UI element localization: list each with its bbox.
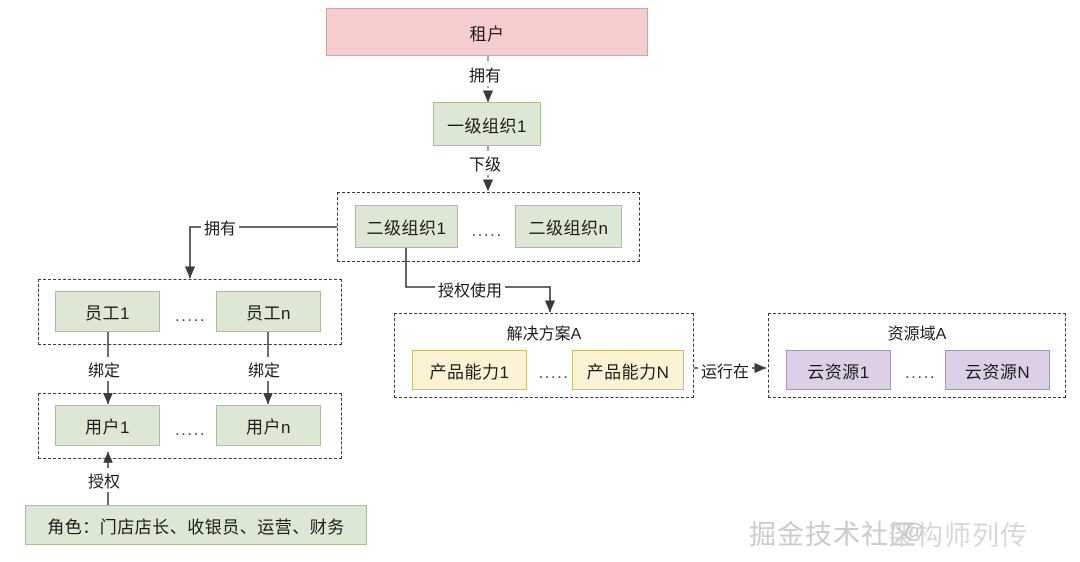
watermark-overlay: 架构师列传 [888, 521, 1028, 551]
node-capability-last-label: 产品能力N [586, 362, 670, 382]
group-solution-title: 解决方案A [506, 326, 582, 343]
node-org-level2-last-label: 二级组织n [528, 219, 609, 238]
group-staff [38, 279, 342, 345]
node-capability-first[interactable]: 产品能力1 [412, 350, 527, 390]
ellipsis-capability: ..... [538, 363, 570, 382]
ellipsis-user: ..... [174, 420, 207, 439]
node-user-last-label: 用户n [246, 418, 291, 437]
edge-label-bind-left: 绑定 [85, 357, 124, 381]
watermark-primary: 掘金技术社区 [749, 520, 917, 550]
edge-label-solution-to-resource: 运行在 [698, 358, 753, 382]
edge-label-role-to-user: 授权 [85, 468, 124, 492]
node-org-level1[interactable]: 一级组织1 [433, 102, 541, 146]
ellipsis-org-level2: ..... [471, 221, 503, 240]
edge-label-org1-to-org2: 下级 [466, 151, 505, 175]
group-user [38, 393, 342, 459]
node-capability-last[interactable]: 产品能力N [572, 350, 684, 390]
node-cloud-resource-first[interactable]: 云资源1 [786, 350, 891, 390]
node-staff-first[interactable]: 员工1 [55, 291, 160, 332]
node-staff-last-label: 员工n [246, 304, 291, 323]
node-user-first-label: 用户1 [85, 418, 130, 437]
node-role[interactable]: 角色：门店店长、收银员、运营、财务 [25, 505, 367, 545]
edge-label-tenant-to-org1: 拥有 [466, 62, 505, 86]
node-user-last[interactable]: 用户n [216, 405, 321, 446]
node-cloud-resource-last[interactable]: 云资源N [945, 350, 1050, 390]
node-cloud-resource-last-label: 云资源N [964, 362, 1031, 382]
node-tenant[interactable]: 租户 [326, 8, 648, 56]
watermark-at-icon: @ [904, 521, 925, 543]
node-cloud-resource-first-label: 云资源1 [807, 362, 870, 382]
node-org-level2-first[interactable]: 二级组织1 [355, 205, 458, 248]
group-resource-domain-title: 资源域A [887, 326, 947, 343]
group-solution [394, 313, 694, 398]
node-org-level2-first-label: 二级组织1 [366, 219, 447, 238]
group-org-level2 [337, 192, 640, 262]
node-org-level2-last[interactable]: 二级组织n [515, 205, 622, 248]
ellipsis-staff: ..... [174, 306, 207, 325]
ellipsis-cloud-resource: ..... [904, 363, 937, 382]
node-staff-last[interactable]: 员工n [216, 291, 321, 332]
node-tenant-label: 租户 [469, 24, 505, 44]
node-role-label: 角色：门店店长、收银员、运营、财务 [47, 517, 345, 537]
group-resource-domain [768, 313, 1066, 398]
node-staff-first-label: 员工1 [85, 304, 130, 323]
edge-label-bind-right: 绑定 [245, 357, 284, 381]
edge-label-org2-to-solution: 授权使用 [435, 277, 506, 301]
node-user-first[interactable]: 用户1 [55, 405, 160, 446]
node-org-level1-label: 一级组织1 [447, 116, 527, 136]
edge-label-org2-to-staff: 拥有 [201, 215, 240, 239]
node-capability-first-label: 产品能力1 [429, 362, 510, 382]
